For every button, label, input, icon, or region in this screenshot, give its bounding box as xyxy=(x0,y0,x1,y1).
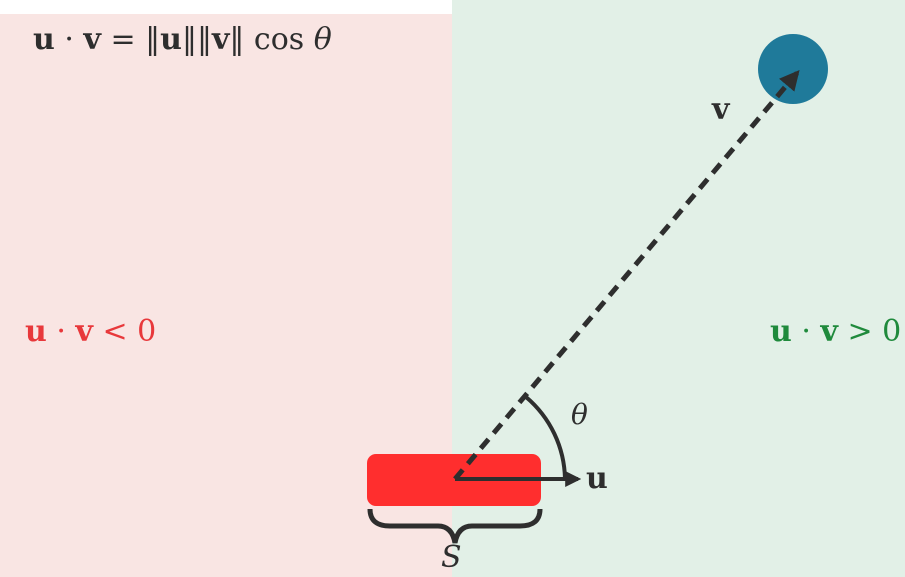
target-point xyxy=(758,34,828,104)
negative-dot-label: u · v < 0 xyxy=(25,314,157,349)
angle-arc xyxy=(524,395,567,480)
angle-theta-label: θ xyxy=(571,398,588,431)
source-object xyxy=(367,454,541,506)
brace xyxy=(367,508,543,544)
source-s-label: S xyxy=(441,540,462,575)
positive-dot-label: u · v > 0 xyxy=(770,314,902,349)
vector-v-arrow xyxy=(453,69,800,481)
vector-u-label: u xyxy=(586,461,608,496)
vector-v-label: v xyxy=(712,92,730,127)
dot-product-formula: u · v = ‖u‖‖v‖ cos θ xyxy=(33,22,332,57)
